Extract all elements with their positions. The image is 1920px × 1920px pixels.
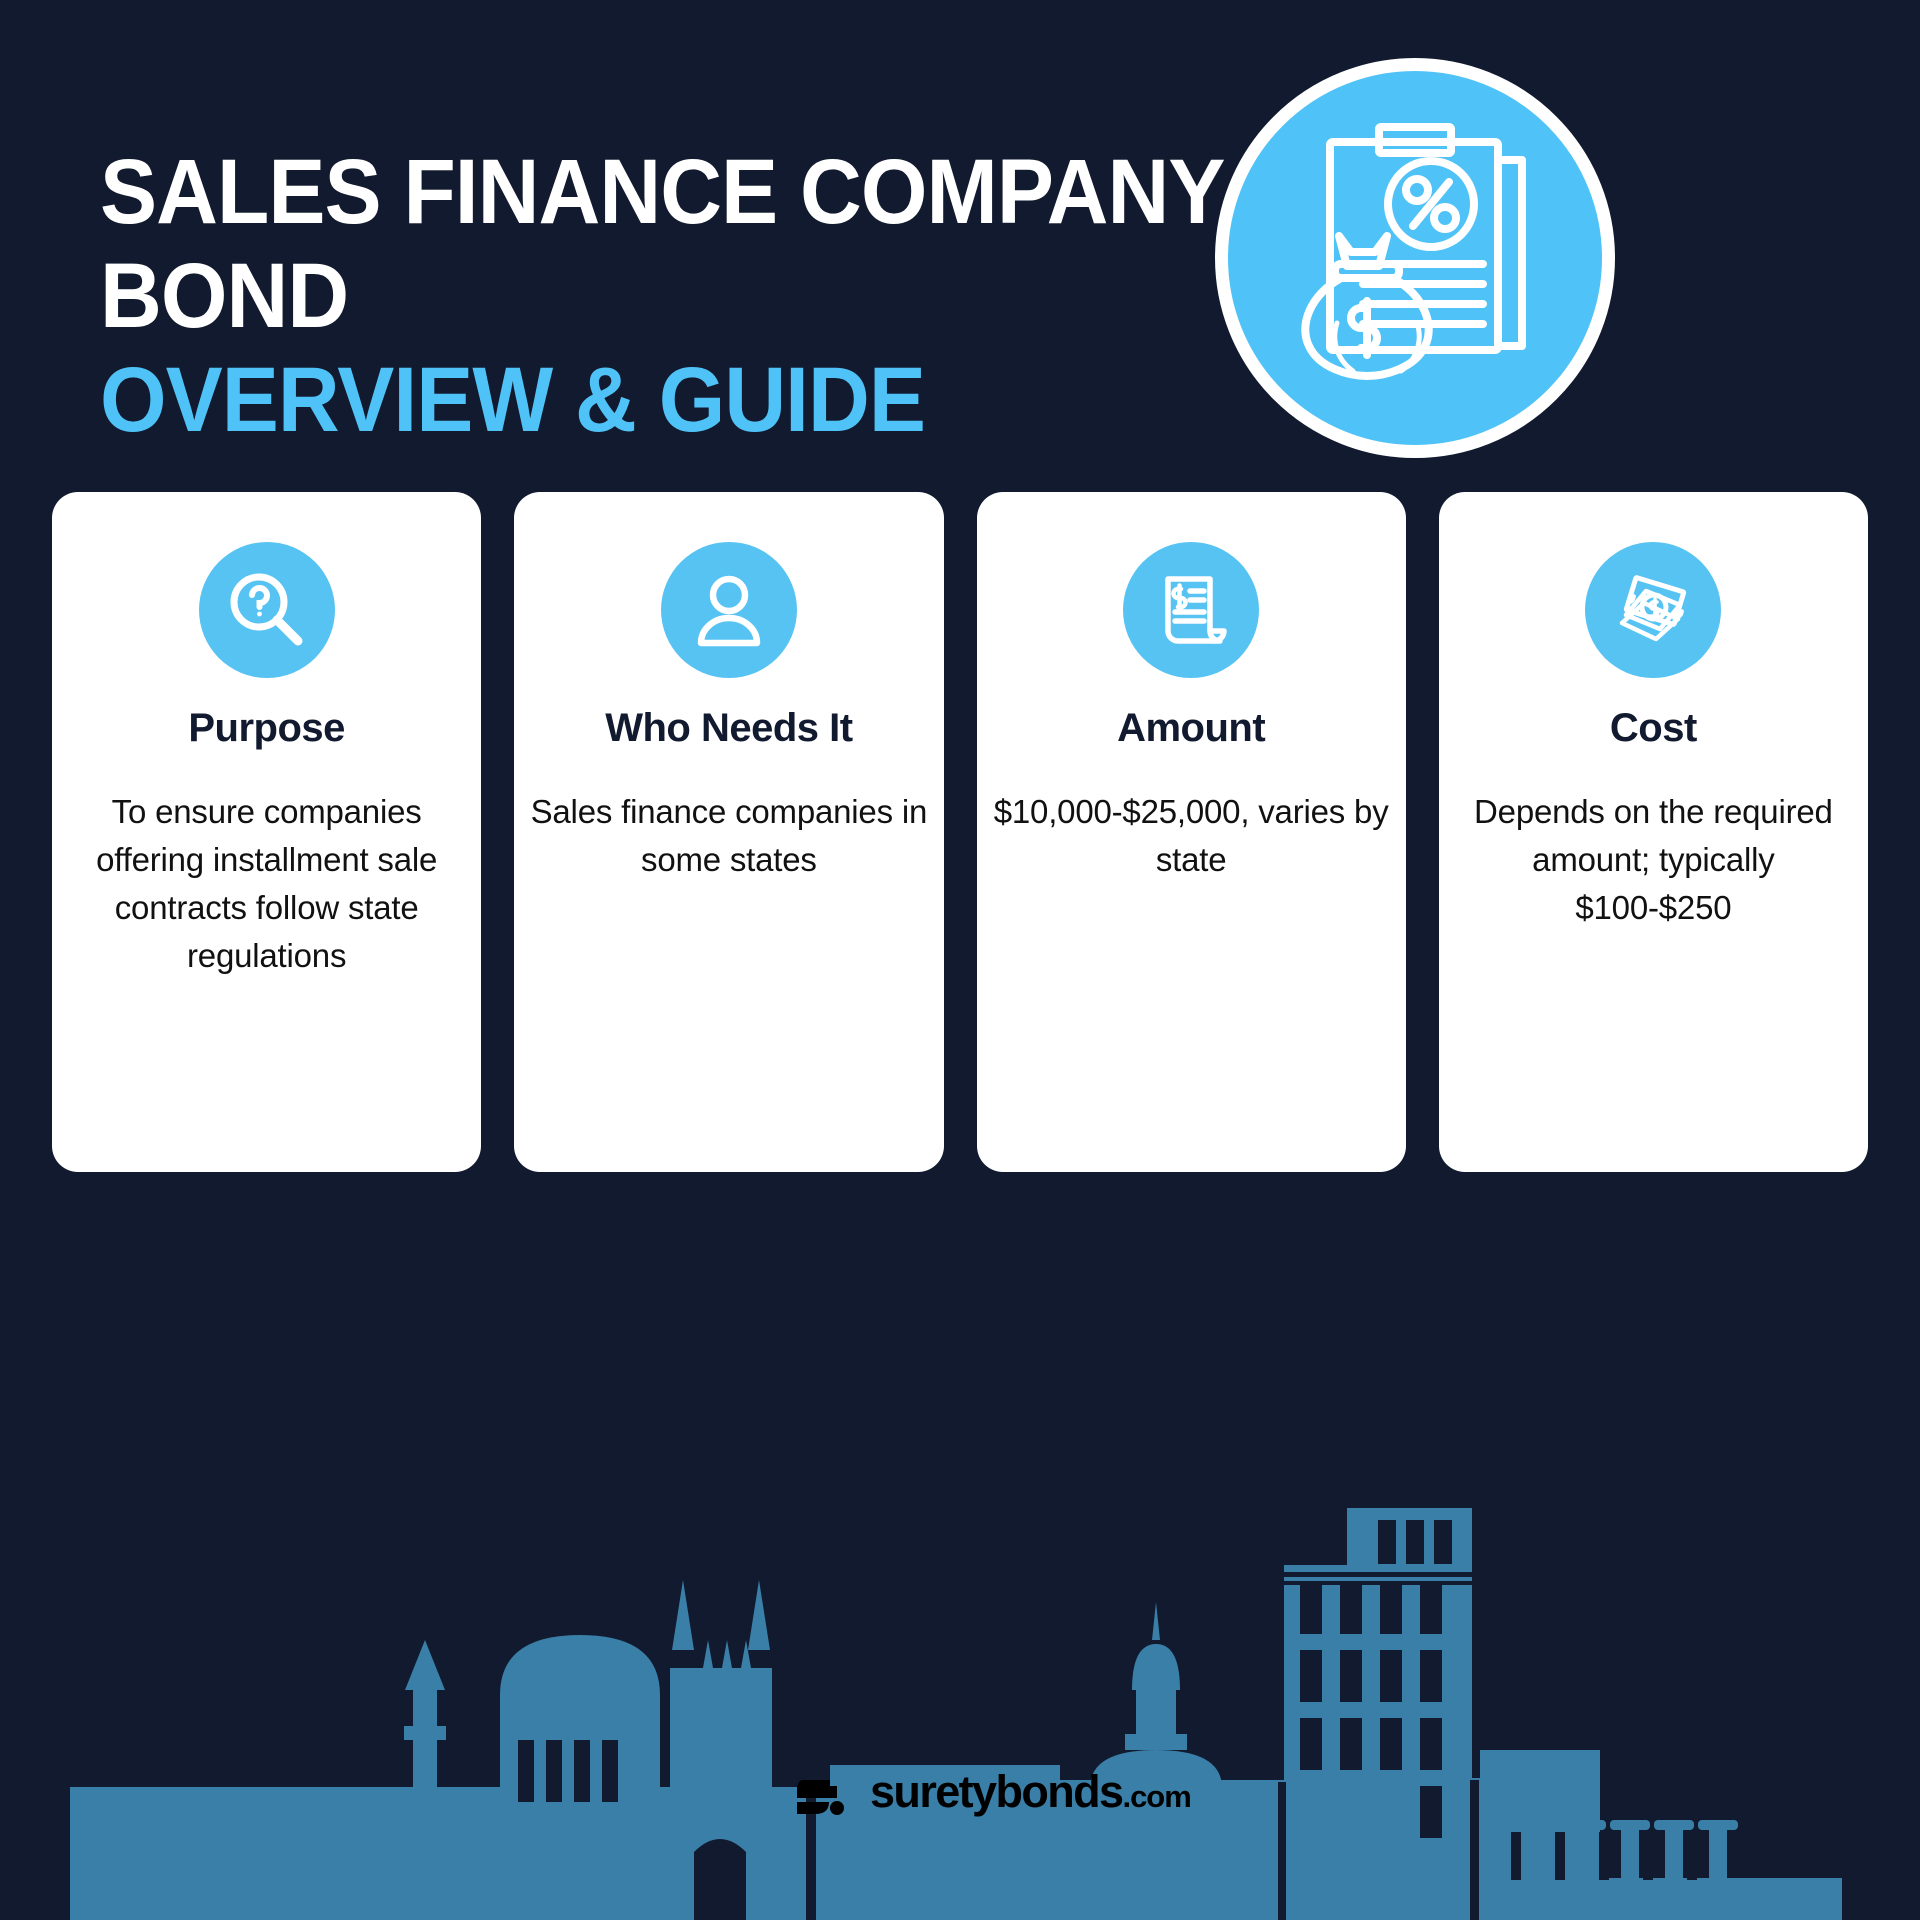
banknotes-icon [1620,575,1687,642]
info-card-cost: Cost Depends on the required amount; typ… [1438,492,1868,1172]
logo-tld: .com [1122,1779,1191,1814]
city-skyline-illustration [70,1508,1842,1920]
card-icon-wrapper [660,542,797,678]
invoice-dollar-icon [1165,576,1227,644]
card-title: Amount [1117,706,1266,750]
page-title-line-1: SALES FINANCE COMPANY [100,141,1225,243]
card-body: Sales finance companies in some states [530,793,928,878]
person-icon [697,575,761,647]
card-icon-wrapper [1123,542,1260,678]
card-body: Depends on the required amount; typicall… [1474,793,1833,926]
card-icon-wrapper [198,542,335,678]
page-title-line-2: BOND [100,245,349,347]
suretybonds-logo[interactable]: suretybonds.com [797,1766,1192,1822]
card-title: Who Needs It [605,706,853,750]
card-icon-wrapper [1585,542,1722,678]
suretybonds-logo-mark [797,1780,844,1815]
info-card-amount: Amount $10,000-$25,000, varies by state [976,492,1406,1172]
magnifier-question-icon [230,573,303,646]
info-card-purpose: Purpose To ensure companies offering ins… [52,492,482,1172]
card-body: $10,000-$25,000, varies by state [993,793,1389,878]
info-card-row: Purpose To ensure companies offering ins… [52,492,1868,1172]
card-title: Cost [1609,706,1697,750]
suretybonds-logo-text: suretybonds.com [870,1766,1192,1819]
clipboard-percent-money-bag-icon [1301,123,1526,380]
info-card-who-needs-it: Who Needs It Sales finance companies in … [514,492,944,1172]
header: SALES FINANCE COMPANY BOND OVERVIEW & GU… [100,140,1300,452]
logo-brand: suretybonds [870,1766,1124,1817]
page-subtitle: OVERVIEW & GUIDE [100,349,926,451]
card-title: Purpose [188,706,345,750]
hero-badge [1215,58,1615,458]
card-body: To ensure companies offering installment… [96,793,438,974]
